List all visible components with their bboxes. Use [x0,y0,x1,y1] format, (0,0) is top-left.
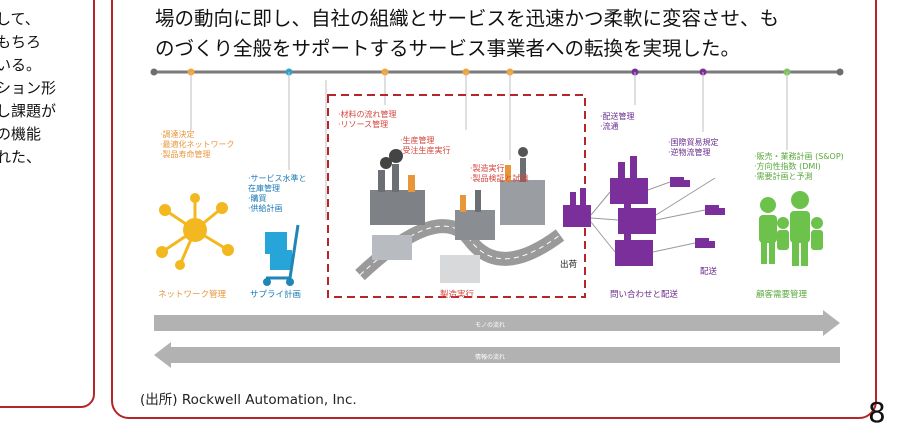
demand-caption: 顧客需要管理 [756,290,808,300]
supply-caption: サプライ計画 [250,290,302,300]
information-flow-label: 情報の流れ [475,354,506,361]
network-label: ·調達決定 ·最適化ネットワーク ·製品寿命管理 [160,130,235,159]
headline-line-2: のづくり全般をサポートするサービス事業者への転換を実現した。 [155,37,741,60]
materials-label: ·材料の流れ管理 ·リソース管理 [338,110,397,129]
page-number: 8 [868,396,886,429]
production-label: ·生産管理 ·受注生産実行 [400,136,451,155]
shipping-factory-icons [563,156,725,266]
people-icon [759,191,823,266]
hand-truck-icon [263,224,300,286]
trade-label: ·国際貿易規定 ·逆物流管理 [668,138,719,157]
demand-label: ·販売・業務計画 (S&OP) ·方向性指数 (DMI) ·需要計画と予測 [754,152,844,181]
distribution-lines [590,177,716,253]
manufacturing-caption: 製造実行 [440,290,475,300]
inquiry-caption: 問い合わせと配送 [610,290,679,300]
headline-line-1: 場の動向に即し、自社の組織とサービスを迅速かつ柔軟に変容させ、も [155,7,780,30]
source-citation: (出所) Rockwell Automation, Inc. [140,392,357,408]
shipping-caption: 出荷 [560,260,578,270]
supply-label: ·サービス水準と 在庫管理 ·購買 ·供給計画 [248,174,307,213]
left-panel: して、 もちろ いる。 ション形 し課題が の機能 れた、 [0,0,95,408]
goods-flow-label: モノの流れ [475,322,506,329]
supply-chain-diagram: ·調達決定 ·最適化ネットワーク ·製品寿命管理 ネットワーク管理 ·サービス水… [140,60,860,380]
factory-illustration [355,147,565,283]
diagram-graphics [150,68,844,368]
network-icon [156,193,234,270]
headline: 場の動向に即し、自社の組織とサービスを迅速かつ柔軟に変容させ、も のづくり全般を… [155,4,779,64]
delivery-word: 配送 [700,267,718,277]
left-panel-text: して、 もちろ いる。 ション形 し課題が の機能 れた、 [0,10,57,166]
network-caption: ネットワーク管理 [158,290,227,300]
execution-label: ·製造実行 ·製品検証と試験 [470,164,529,183]
goods-flow-arrow [154,310,840,336]
timeline-connectors [190,72,788,220]
information-flow-arrow [154,342,840,368]
delivery-label: ·配送管理 ·流通 [600,112,635,131]
